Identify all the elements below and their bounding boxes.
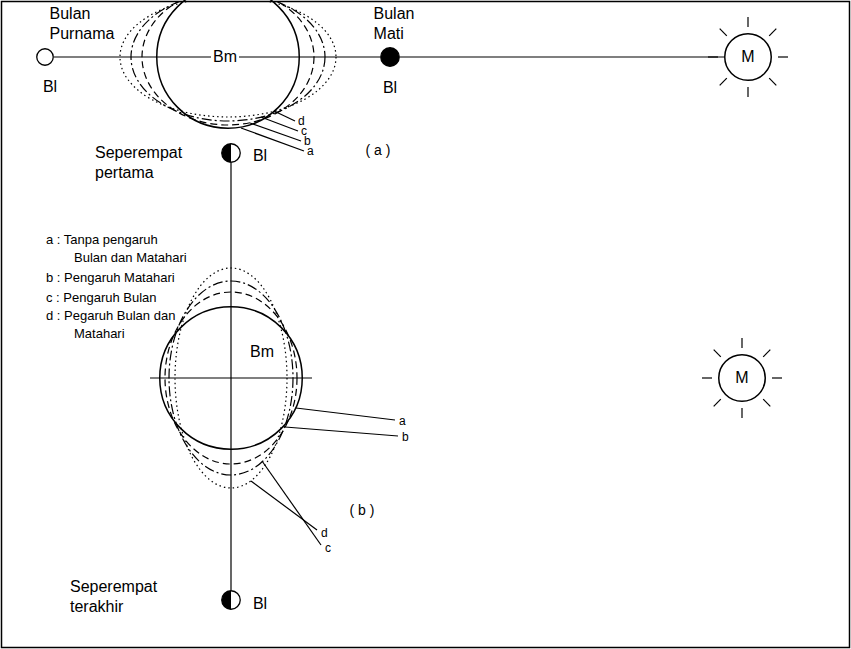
earth-circle-shape [159,306,303,450]
new-moon: Bulan MatiBl [380,47,400,67]
sun-circle: M [718,354,766,402]
quarter-moon: Seperempat terakhirBl [221,590,241,610]
callout-letter: a [307,145,314,158]
bulge-moon-sun [120,2,336,117]
moon-outline [222,144,241,163]
legend-entry: d : Pegaruh Bulan dan Matahari [46,307,192,343]
quarter-moon-shape [221,143,241,163]
earth-outline [160,307,303,450]
connector-line [400,56,724,57]
panel-label: ( a ) [366,142,391,158]
moon-shadow [222,591,231,610]
sun-outline [719,355,766,402]
node-label: Bm [211,47,239,67]
axis-line [230,306,231,450]
leader-lines [251,408,398,545]
legend-entry: b : Pengaruh Matahari [46,269,192,287]
connector-line [230,450,231,590]
bulge-moon [131,2,325,121]
node-label: M [741,47,754,67]
moon-outline [222,591,241,610]
sun-rays [702,338,782,418]
full-moon: Bulan PurnamaBl [36,48,54,66]
new-moon-shape [380,47,400,67]
node-label: M [735,368,748,388]
callout-letter: b [402,431,409,444]
legend-entry: a : Tanpa pengaruh Bulan dan Matahari [46,231,192,267]
moon-outline [37,49,54,66]
sun-outline [725,34,772,81]
legend-entry: c : Pengaruh Bulan [46,289,192,307]
node-label: Seperempat pertama [95,143,182,183]
earth-outline [157,0,300,128]
earth-circle: Bm [159,306,303,450]
connector-line [230,163,231,306]
node-label: Bl [253,594,267,614]
moon-disc [381,48,400,67]
callout-letter: d [321,527,328,540]
quarter-moon: Seperempat pertamaBl [221,143,241,163]
connector-line [54,56,156,57]
leader-lines [241,111,304,151]
callout-letter: a [399,415,406,428]
quarter-moon-shape [221,590,241,610]
node-label: Bulan Purnama [50,4,115,44]
connector-line [300,56,380,57]
node-label: Bulan Mati [374,4,415,44]
node-label: Bm [250,342,274,362]
node-label: Bl [253,146,267,166]
node-label: Seperempat terakhir [70,577,157,617]
moon-shadow [222,144,231,163]
earth-circle: Bm [156,0,300,129]
panel-label: ( b ) [350,502,375,518]
full-moon-shape [36,48,54,66]
callout-letter: c [325,542,331,555]
sun-circle: M [724,33,772,81]
node-label: Bl [43,77,57,97]
node-label: Bl [383,78,397,98]
